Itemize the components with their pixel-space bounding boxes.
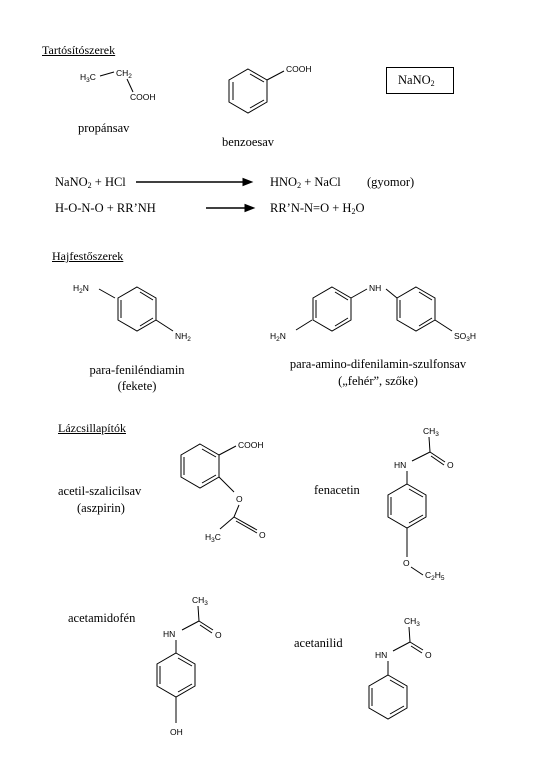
svg-text:C2H5: C2H5 (425, 570, 445, 582)
svg-text:CH2: CH2 (116, 68, 132, 80)
svg-text:CH3: CH3 (192, 595, 208, 607)
structure-aspirin: COOH O O H3C (180, 440, 266, 544)
section-heading-preservatives: Tartósítószerek (42, 43, 116, 57)
svg-text:CH3: CH3 (423, 426, 439, 438)
svg-text:H2N: H2N (73, 283, 89, 295)
reaction-2-arrow (206, 203, 256, 213)
reaction-1-arrow (136, 177, 254, 187)
svg-text:HN: HN (375, 650, 387, 660)
structure-benzoic-acid: COOH (228, 64, 312, 114)
svg-text:NH: NH (369, 283, 381, 293)
svg-text:OH: OH (170, 727, 183, 737)
svg-text:O: O (447, 460, 454, 470)
structure-paracetamol: CH3 O HN OH (156, 595, 222, 737)
label-ppd: para-feniléndiamin (89, 363, 185, 377)
svg-text:COOH: COOH (286, 64, 312, 74)
label-paracetamol: acetamidofén (68, 611, 136, 625)
svg-text:H2N: H2N (270, 331, 286, 343)
reaction-1-lhs: NaNO2 + HCl (55, 175, 126, 190)
svg-text:H3C: H3C (80, 72, 96, 84)
structure-amino-dpa-sulfonic: H2N NH SO3H (270, 283, 476, 343)
reaction-1-rhs: HNO2 + NaCl (270, 175, 341, 190)
reaction-2-rhs: RR’N-N=O + H2O (270, 201, 365, 216)
label-benzoic-acid: benzoesav (222, 135, 275, 149)
label-amino-dpa-sulfonic-color: („fehér”, szőke) (338, 374, 418, 388)
svg-text:COOH: COOH (238, 440, 264, 450)
sodium-nitrite-box: NaNO2 (386, 67, 454, 94)
structure-acetanilide: CH3 O HN (368, 616, 432, 720)
svg-text:O: O (215, 630, 222, 640)
svg-text:COOH: COOH (130, 92, 156, 102)
structure-phenacetin: CH3 O HN O C2H5 (387, 426, 454, 582)
section-heading-hair-dyes: Hajfestőszerek (52, 249, 124, 263)
svg-text:H3C: H3C (205, 532, 221, 544)
svg-text:HN: HN (394, 460, 406, 470)
svg-text:CH3: CH3 (404, 616, 420, 628)
label-acetanilide: acetanilid (294, 636, 343, 650)
structure-propanoic-acid: H3C CH2 COOH (80, 68, 156, 102)
structure-ppd: H2N NH2 (73, 283, 191, 343)
section-heading-antipyretics: Lázcsillapítók (58, 421, 126, 435)
svg-text:HN: HN (163, 629, 175, 639)
svg-text:O: O (259, 530, 266, 540)
label-aspirin: acetil-szalicilsav (58, 484, 142, 498)
label-phenacetin: fenacetin (314, 483, 360, 497)
label-aspirin-common: (aszpirin) (77, 501, 125, 515)
label-ppd-color: (fekete) (117, 379, 157, 393)
reaction-2-lhs: H-O-N-O + RR’NH (55, 201, 156, 215)
svg-text:O: O (425, 650, 432, 660)
label-amino-dpa-sulfonic: para-amino-difenilamin-szulfonsav (289, 357, 467, 371)
svg-text:SO3H: SO3H (454, 331, 476, 343)
svg-text:O: O (403, 558, 410, 568)
svg-text:NH2: NH2 (175, 331, 191, 343)
label-propanoic-acid: propánsav (78, 121, 130, 135)
svg-text:O: O (236, 494, 243, 504)
sodium-nitrite-formula: NaNO2 (398, 73, 435, 88)
reaction-1-note: (gyomor) (367, 175, 415, 189)
